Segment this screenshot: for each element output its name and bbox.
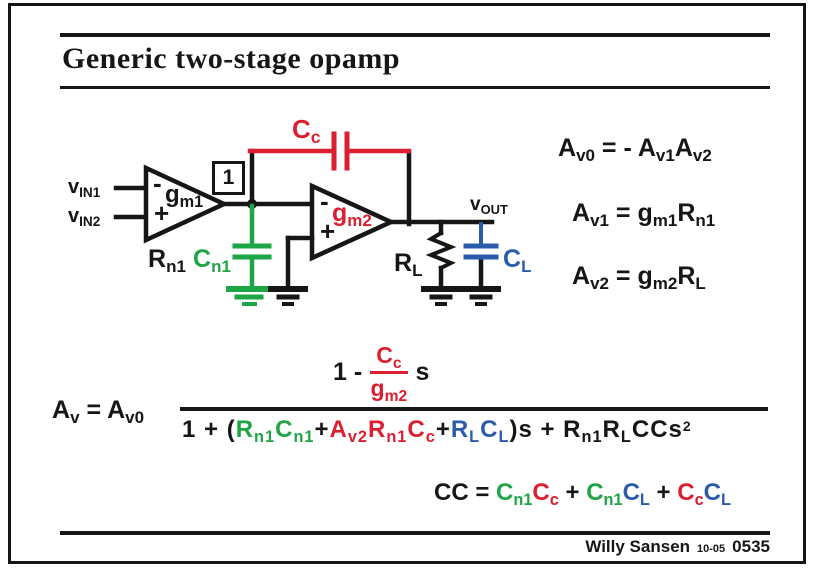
- title-rule-bottom: [60, 86, 770, 89]
- vout-label: vOUT: [470, 194, 508, 216]
- formula-segment: Cc: [376, 342, 402, 372]
- cl-branch: [463, 222, 499, 260]
- footer-credit: Willy Sansen 10-05 0535: [470, 537, 770, 557]
- cc-branch: [247, 131, 412, 171]
- formula-segment: CL: [503, 245, 532, 277]
- rl-resistor-icon: [425, 230, 457, 271]
- formula-segment: Av1: [572, 199, 609, 231]
- formula-segment: Av1: [637, 134, 675, 166]
- rl-label: RL: [394, 249, 423, 281]
- formula-segment: CL: [480, 416, 510, 446]
- formula-segment: Rn1: [563, 416, 603, 446]
- tf-num-minifraction: Cc gm2: [370, 342, 408, 405]
- formula-segment: vIN1: [68, 176, 101, 201]
- formula-segment: Cn1: [586, 479, 623, 509]
- formula-segment: Rn1: [235, 416, 276, 446]
- tf-num-post: s: [415, 357, 430, 386]
- formula-segment: Av0: [107, 396, 145, 428]
- formula-segment: Av2: [674, 134, 712, 166]
- formula-segment: gm2: [370, 375, 408, 405]
- formula-segment: Cc: [407, 416, 436, 446]
- formula-segment: +: [558, 479, 587, 506]
- formula-segment: = -: [594, 134, 638, 162]
- opamp2-icon: [309, 182, 397, 262]
- formula-segment: CL: [622, 479, 650, 509]
- vin2-label: vIN2: [68, 205, 100, 228]
- page-title: Generic two-stage opamp: [62, 42, 401, 75]
- slide-border: [8, 3, 806, 564]
- opamp2-minus-label: -: [320, 186, 329, 216]
- opamp2-plus-label: +: [320, 216, 336, 246]
- formula-segment: Rn1: [368, 416, 408, 446]
- footer-rule: [60, 531, 770, 535]
- formula-segment: CCs2: [631, 416, 692, 443]
- formula-segment: RL: [677, 262, 706, 294]
- formula-segment: gm2: [332, 199, 372, 231]
- formula-segment: Av0: [558, 134, 595, 166]
- cl-label: CL: [503, 245, 532, 277]
- formula-segment: gm1: [637, 199, 678, 231]
- cn1-label: Cn1: [193, 245, 231, 277]
- formula-segment: =: [608, 199, 638, 227]
- opamp1-icon: [143, 164, 230, 244]
- cc-label: Cc: [292, 114, 321, 148]
- tf-num-top: Cc: [370, 342, 408, 374]
- circuit-wires: [113, 148, 495, 290]
- tf-denominator: 1 + (Rn1Cn1+Av2Rn1Cc+RLCL)s + Rn1RLCCs2: [182, 416, 692, 446]
- equation-av1: Av1 = gm1Rn1: [572, 199, 716, 231]
- formula-segment: Rn1: [148, 245, 186, 277]
- formula-segment: Cc: [292, 114, 321, 148]
- formula-segment: gm2: [637, 262, 678, 294]
- formula-segment: +: [435, 416, 451, 443]
- tf-num-bottom: gm2: [370, 374, 408, 405]
- opamp1-gm1-label: gm1: [165, 181, 204, 211]
- rn1-label: Rn1: [148, 245, 186, 277]
- cn1-branch: [226, 203, 272, 306]
- formula-segment: =: [608, 262, 638, 290]
- formula-segment: CC =: [434, 479, 497, 506]
- formula-segment: Cn1: [193, 245, 231, 277]
- formula-segment: =: [79, 396, 108, 424]
- tf-numerator: 1 - Cc gm2 s: [333, 340, 429, 404]
- equation-cc: CC = Cn1Cc + Cn1CL + CcCL: [434, 479, 731, 509]
- formula-segment: +: [314, 416, 330, 443]
- formula-segment: )s +: [509, 416, 564, 443]
- formula-segment: RL: [602, 416, 632, 446]
- formula-segment: CL: [703, 479, 731, 509]
- formula-segment: 1 + (: [182, 416, 236, 443]
- tf-fraction-bar: [180, 407, 768, 411]
- ground-symbols: [268, 286, 501, 306]
- formula-segment: RL: [394, 249, 423, 281]
- tf-num-pre: 1 -: [333, 357, 363, 386]
- opamp2-gm2-label: gm2: [332, 199, 372, 231]
- formula-segment: Av2: [329, 416, 368, 446]
- equation-av2: Av2 = gm2RL: [572, 262, 706, 294]
- opamp1-minus-label: -: [153, 168, 162, 198]
- node1-box: 1: [212, 161, 245, 195]
- formula-segment: vOUT: [470, 194, 508, 217]
- footer-slide-number: 0535: [732, 537, 770, 556]
- formula-segment: Cn1: [496, 479, 533, 509]
- formula-segment: gm1: [165, 181, 204, 211]
- vin1-label: vIN1: [68, 176, 100, 199]
- footer-author: Willy Sansen: [585, 537, 691, 556]
- formula-segment: vIN2: [68, 205, 101, 230]
- formula-segment: Cc: [532, 479, 559, 509]
- footer-date: 10-05: [697, 543, 726, 555]
- formula-segment: Cc: [677, 479, 704, 509]
- formula-segment: Av: [52, 396, 80, 428]
- formula-segment: Av2: [572, 262, 609, 294]
- title-rule-top: [60, 33, 770, 37]
- formula-segment: Cn1: [275, 416, 315, 446]
- tf-lhs: Av = Av0: [52, 396, 145, 428]
- formula-segment: +: [649, 479, 678, 506]
- equation-av0: Av0 = - Av1Av2: [558, 134, 712, 166]
- formula-segment: Rn1: [677, 199, 716, 231]
- formula-segment: RL: [450, 416, 481, 446]
- opamp1-plus-label: +: [154, 198, 170, 228]
